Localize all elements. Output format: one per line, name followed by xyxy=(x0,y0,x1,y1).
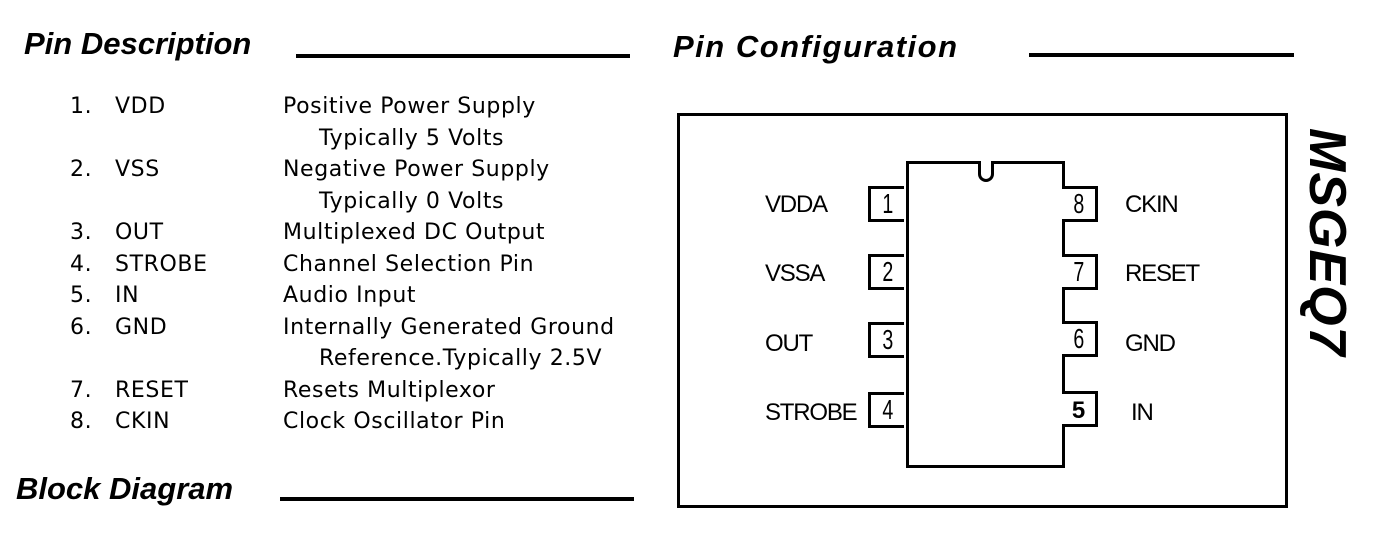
pin-name: GND xyxy=(115,314,168,340)
pin-function: Resets Multiplexor xyxy=(283,377,496,403)
pin-name: VSS xyxy=(115,157,160,182)
pin-configuration-title: Pin Configuration xyxy=(673,29,959,64)
pin-6-number: 6 xyxy=(1073,323,1084,354)
pin-3-number: 3 xyxy=(882,324,893,355)
heading-rule xyxy=(1029,53,1294,57)
pin-function: Audio Input xyxy=(283,283,417,308)
pin-name: VDD xyxy=(115,94,166,119)
pin-number: 6. xyxy=(70,314,93,340)
ic-package-body xyxy=(906,161,1065,468)
pin-3-box: 3 xyxy=(868,322,904,358)
block-diagram-heading: Block Diagram xyxy=(16,471,634,506)
pin-1-box: 1 xyxy=(868,186,904,222)
part-number-label: MSGEQ7 xyxy=(1298,128,1356,357)
pin-6-label: GND xyxy=(1125,330,1176,357)
pin-name: RESET xyxy=(115,377,189,403)
pin-8-number: 8 xyxy=(1073,188,1084,219)
pin-name: STROBE xyxy=(115,251,208,277)
pin-number: 3. xyxy=(70,220,93,245)
pin-function-note: Typically 5 Volts xyxy=(319,125,505,151)
pin-8-label: CKIN xyxy=(1125,191,1179,218)
pin-5-box: 5 xyxy=(1062,391,1098,427)
pin-number: 4. xyxy=(70,251,93,277)
pin-8-box: 8 xyxy=(1062,186,1098,222)
pin-number: 1. xyxy=(70,94,93,119)
pin-function-note: Reference.Typically 2.5V xyxy=(319,346,603,371)
pin-5-label: IN xyxy=(1131,399,1154,426)
pin-number: 7. xyxy=(70,377,93,403)
pin-name: OUT xyxy=(115,220,164,245)
pin-6-box: 6 xyxy=(1062,321,1098,357)
block-diagram-title: Block Diagram xyxy=(16,471,234,506)
pin-function: Multiplexed DC Output xyxy=(283,220,546,245)
pin1-orientation-notch xyxy=(978,161,994,182)
pin-1-label: VDDA xyxy=(765,191,828,218)
pin-2-box: 2 xyxy=(868,254,904,290)
pin-2-label: VSSA xyxy=(765,260,825,287)
pin-configuration-heading: Pin Configuration xyxy=(673,29,1294,64)
pin-function: Channel Selection Pin xyxy=(283,251,535,277)
pin-4-box: 4 xyxy=(868,392,904,428)
pin-number: 2. xyxy=(70,157,93,182)
pin-4-label: STROBE xyxy=(765,399,858,426)
pin-2-number: 2 xyxy=(882,256,893,287)
pin-1-number: 1 xyxy=(882,188,893,219)
pin-description-heading: Pin Description xyxy=(24,26,630,61)
pin-function: Clock Oscillator Pin xyxy=(283,409,506,434)
pin-function: Internally Generated Ground xyxy=(283,314,615,340)
pin-4-number: 4 xyxy=(882,394,893,425)
pin-description-title: Pin Description xyxy=(24,26,252,61)
pin-3-label: OUT xyxy=(765,330,813,357)
pin-7-box: 7 xyxy=(1062,254,1098,290)
pin-function: Negative Power Supply xyxy=(283,157,550,182)
pin-number: 5. xyxy=(70,283,93,308)
pin-name: IN xyxy=(115,283,140,308)
pin-function-note: Typically 0 Volts xyxy=(319,188,505,214)
heading-rule xyxy=(296,54,630,58)
pin-name: CKIN xyxy=(115,409,171,434)
pin-5-number: 5 xyxy=(1071,397,1086,424)
pin-function: Positive Power Supply xyxy=(283,94,536,119)
heading-rule xyxy=(280,497,634,501)
pin-configuration-frame xyxy=(677,113,1288,508)
pin-7-label: RESET xyxy=(1125,260,1200,287)
pin-number: 8. xyxy=(70,409,93,434)
pin-7-number: 7 xyxy=(1073,256,1084,287)
